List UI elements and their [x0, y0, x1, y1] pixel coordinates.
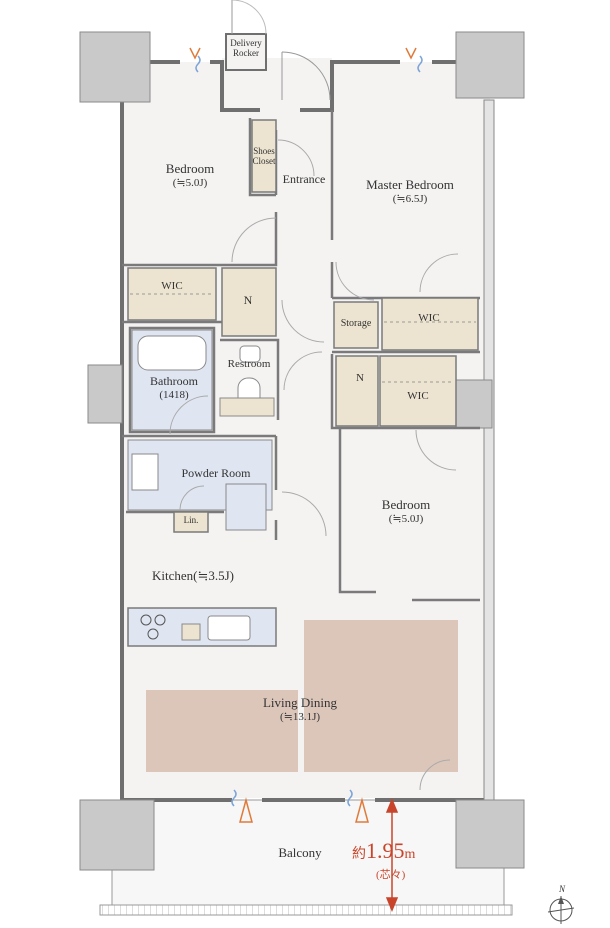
- kitchen-counter: [127, 607, 277, 647]
- n-right-label: N: [356, 372, 364, 384]
- restroom-label: Restroom: [227, 358, 271, 370]
- n-left-label: N: [243, 293, 253, 307]
- wic-se-label: WIC: [407, 390, 429, 402]
- master-bedroom-label: Master Bedroom (≒6.5J): [350, 177, 470, 206]
- living-dining-size: (≒13.1J): [279, 710, 321, 723]
- powder-room-label: Powder Room: [181, 466, 251, 480]
- bedroom-nw-label: Bedroom (≒5.0J): [150, 161, 230, 190]
- delivery-locker: [225, 0, 267, 71]
- bathroom-size: (1418): [159, 388, 189, 401]
- balcony-dimension-arrow: [385, 798, 399, 912]
- bathroom-name: Bathroom: [150, 374, 198, 388]
- shoes-closet-label: Shoes Closet: [246, 146, 282, 167]
- master-bedroom-name: Master Bedroom: [366, 177, 454, 192]
- rugs: [146, 620, 458, 772]
- wic-master-label: WIC: [418, 312, 440, 324]
- bedroom-se-label: Bedroom (≒5.0J): [366, 497, 446, 526]
- storage-fills: [127, 119, 479, 533]
- shoes-line1: Shoes: [253, 146, 275, 156]
- entrance-label: Entrance: [282, 172, 326, 186]
- balcony-depth-note: (芯々): [376, 869, 406, 881]
- balcony-depth-unit: m: [404, 847, 416, 862]
- living-dining-name: Living Dining: [262, 695, 338, 710]
- wet-areas: [127, 329, 275, 531]
- linen-label: Lin.: [183, 515, 199, 525]
- delivery-locker-label: Delivery Rocker: [222, 38, 270, 59]
- entrance-door: [281, 51, 331, 101]
- balcony-depth-label: 約1.95m: [352, 838, 415, 864]
- bedroom-se-name: Bedroom: [381, 497, 431, 512]
- bedroom-nw-name: Bedroom: [165, 161, 215, 176]
- delivery-line1: Delivery: [230, 38, 262, 48]
- wic-nw-label: WIC: [161, 280, 183, 292]
- master-bedroom-size: (≒6.5J): [392, 192, 428, 205]
- structural-columns: [79, 31, 525, 871]
- storage-label: Storage: [340, 318, 372, 329]
- balcony-depth-value: 1.95: [366, 838, 405, 863]
- bathroom-label: Bathroom (1418): [136, 374, 212, 401]
- balcony-label: Balcony: [278, 845, 322, 860]
- door-swings: [169, 139, 459, 791]
- delivery-line2: Rocker: [233, 48, 259, 59]
- east-outer-wall-strip: [483, 99, 495, 801]
- compass-icon: [547, 896, 575, 924]
- balcony-area: [99, 799, 513, 916]
- bedroom-se-size: (≒5.0J): [388, 512, 424, 525]
- compass-label: N: [558, 884, 565, 894]
- bedroom-nw-size: (≒5.0J): [172, 176, 208, 189]
- balcony-depth-prefix: 約: [352, 847, 366, 862]
- living-dining-label: Living Dining (≒13.1J): [246, 695, 354, 724]
- kitchen-size: (≒3.5J): [193, 568, 235, 583]
- kitchen-label: Kitchen(≒3.5J): [152, 568, 252, 584]
- closet-rods: [130, 293, 476, 383]
- kitchen-name: Kitchen: [152, 568, 194, 583]
- ventilation-markers: [189, 47, 423, 823]
- shoes-line2: Closet: [252, 156, 276, 167]
